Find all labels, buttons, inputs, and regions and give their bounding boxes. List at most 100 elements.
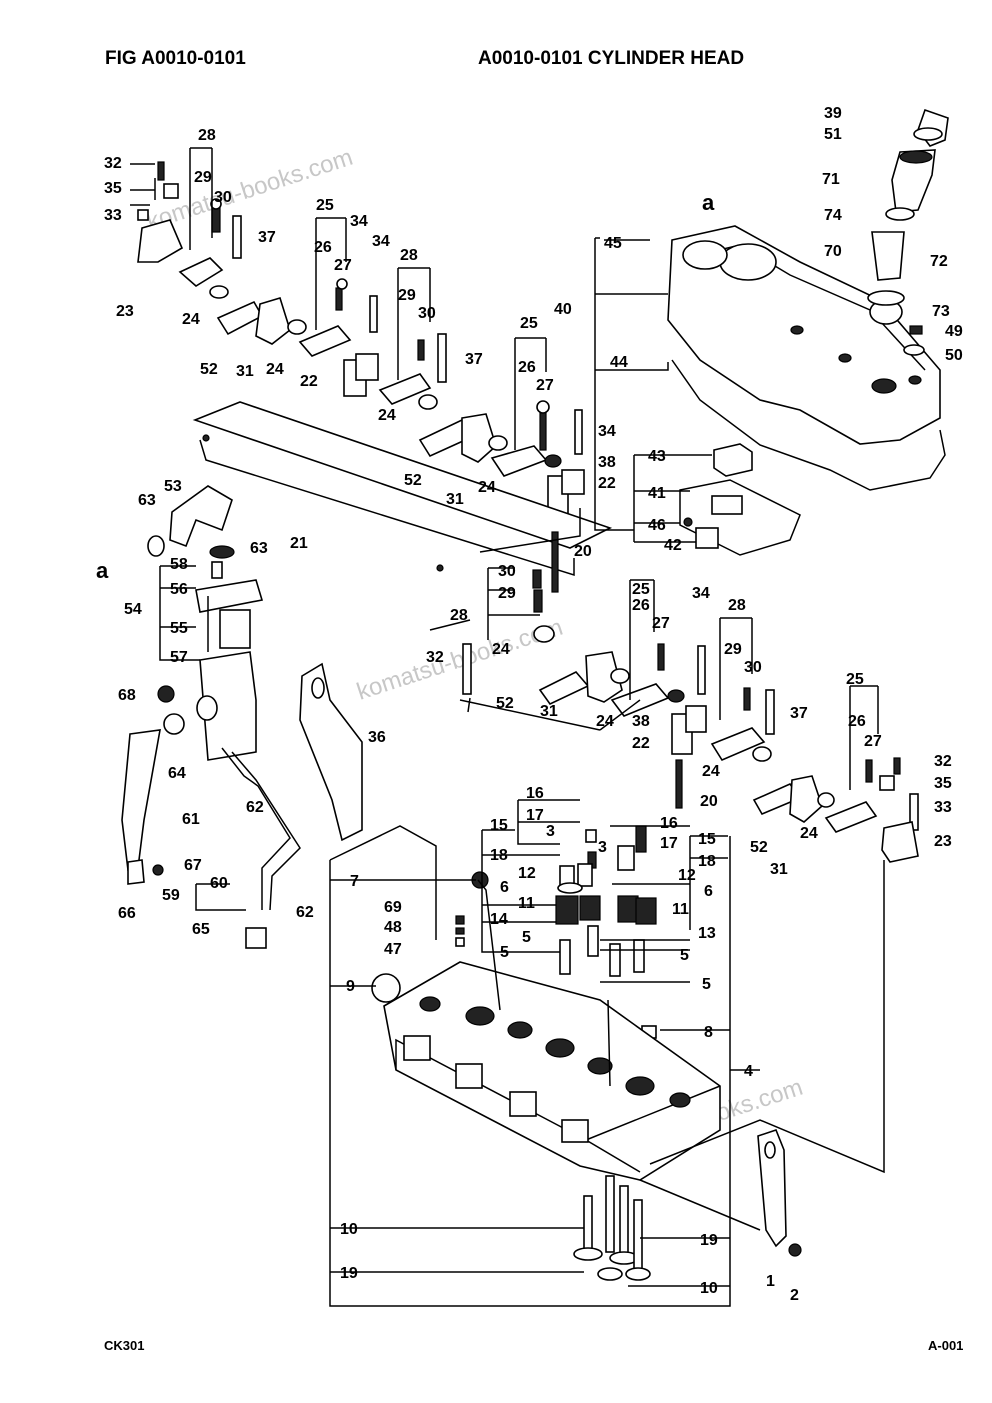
callout-label: 31 — [446, 491, 464, 508]
callout-label: 26 — [632, 597, 650, 614]
callout-label: 36 — [368, 729, 386, 746]
callout-label: 7 — [350, 873, 359, 890]
callout-label: 33 — [934, 799, 952, 816]
callout-label: 23 — [934, 833, 952, 850]
callout-label: 48 — [384, 919, 402, 936]
callout-label: 62 — [296, 904, 314, 921]
callout-label: 57 — [170, 649, 188, 666]
callout-label: 26 — [848, 713, 866, 730]
callout-label: 34 — [598, 423, 616, 440]
lifting-bracket — [299, 662, 363, 842]
callout-label: 9 — [346, 978, 355, 995]
callout-label: 27 — [536, 377, 554, 394]
callout-label: 47 — [384, 941, 402, 958]
callout-label: 27 — [652, 615, 670, 632]
callout-label: 24 — [182, 311, 200, 328]
leader-lines — [130, 147, 885, 1307]
callout-label: 5 — [522, 929, 531, 946]
thermostat-assembly — [121, 485, 301, 949]
callout-label: 30 — [214, 189, 232, 206]
callout-label: 67 — [184, 857, 202, 874]
callout-label: 12 — [678, 867, 696, 884]
callout-label: 24 — [492, 641, 510, 658]
callout-label: 35 — [934, 775, 952, 792]
callout-label: 19 — [340, 1265, 358, 1282]
callout-label: 32 — [426, 649, 444, 666]
callout-label: 13 — [698, 925, 716, 942]
valves — [573, 1175, 651, 1281]
callout-label: 28 — [198, 127, 216, 144]
callout-label: 20 — [700, 793, 718, 810]
cylinder-head-block — [383, 961, 721, 1181]
callout-label: 66 — [118, 905, 136, 922]
callout-label: 28 — [400, 247, 418, 264]
callout-label: 16 — [660, 815, 678, 832]
callout-label: 46 — [648, 517, 666, 534]
callout-label: 68 — [118, 687, 136, 704]
callout-label: 14 — [490, 911, 508, 928]
callout-label: 5 — [680, 947, 689, 964]
breather-assembly — [679, 443, 801, 556]
callout-label: 41 — [648, 485, 666, 502]
callout-label: 31 — [236, 363, 254, 380]
callout-label: 11 — [518, 895, 535, 912]
callout-label: 45 — [604, 235, 622, 252]
lifting-eye-bolt — [788, 1243, 802, 1257]
callout-label: 32 — [934, 753, 952, 770]
callout-label: 60 — [210, 875, 228, 892]
callout-label: 30 — [418, 305, 436, 322]
push-rod — [551, 531, 559, 593]
callout-label: 26 — [314, 239, 332, 256]
callout-label: 40 — [554, 301, 572, 318]
callout-label: 29 — [498, 585, 516, 602]
callout-label: 34 — [372, 233, 390, 250]
valve-train — [371, 825, 657, 1039]
callout-label: 25 — [846, 671, 864, 688]
callout-label: 20 — [574, 543, 592, 560]
callout-label: 50 — [945, 347, 963, 364]
callout-label: 53 — [164, 478, 182, 495]
callout-label: 72 — [930, 253, 948, 270]
callout-label: 24 — [702, 763, 720, 780]
callout-label: 2 — [790, 1287, 799, 1304]
rocker-assembly-lower — [462, 569, 919, 863]
callout-label: 54 — [124, 601, 142, 618]
callout-label: 38 — [632, 713, 650, 730]
callout-label: 35 — [104, 180, 122, 197]
callout-label: 3 — [598, 839, 607, 856]
callout-label: 34 — [692, 585, 710, 602]
callout-label: 28 — [450, 607, 468, 624]
callout-label: 12 — [518, 865, 536, 882]
callout-label: 18 — [698, 853, 716, 870]
callout-label: 63 — [250, 540, 268, 557]
callout-label: 29 — [194, 169, 212, 186]
callout-label: 25 — [520, 315, 538, 332]
callout-label: 52 — [404, 472, 422, 489]
callout-label: 71 — [822, 171, 840, 188]
callout-label: 15 — [698, 831, 716, 848]
callout-label: 63 — [138, 492, 156, 509]
lifting-eye — [757, 1129, 787, 1248]
callout-label: 6 — [500, 879, 509, 896]
callout-label: 59 — [162, 887, 180, 904]
callout-label: 24 — [596, 713, 614, 730]
callout-label: 27 — [864, 733, 882, 750]
callout-label: 37 — [790, 705, 808, 722]
callout-label: 55 — [170, 620, 188, 637]
valve-cover — [667, 225, 946, 491]
callout-label: 23 — [116, 303, 134, 320]
callout-label: 70 — [824, 243, 842, 260]
callout-label: 17 — [526, 807, 544, 824]
callout-label: 51 — [824, 126, 842, 143]
callout-label: 10 — [700, 1280, 718, 1297]
callout-label: 25 — [316, 197, 334, 214]
callout-label: 38 — [598, 454, 616, 471]
callout-label: 49 — [945, 323, 963, 340]
callout-label: 58 — [170, 556, 188, 573]
callout-label: 3 — [546, 823, 555, 840]
callout-label: 30 — [744, 659, 762, 676]
callout-label: 19 — [700, 1232, 718, 1249]
callout-label: 42 — [664, 537, 682, 554]
callout-labels: 28 32 29 35 30 33 37 23 24 52 31 24 25 2… — [96, 105, 963, 1304]
